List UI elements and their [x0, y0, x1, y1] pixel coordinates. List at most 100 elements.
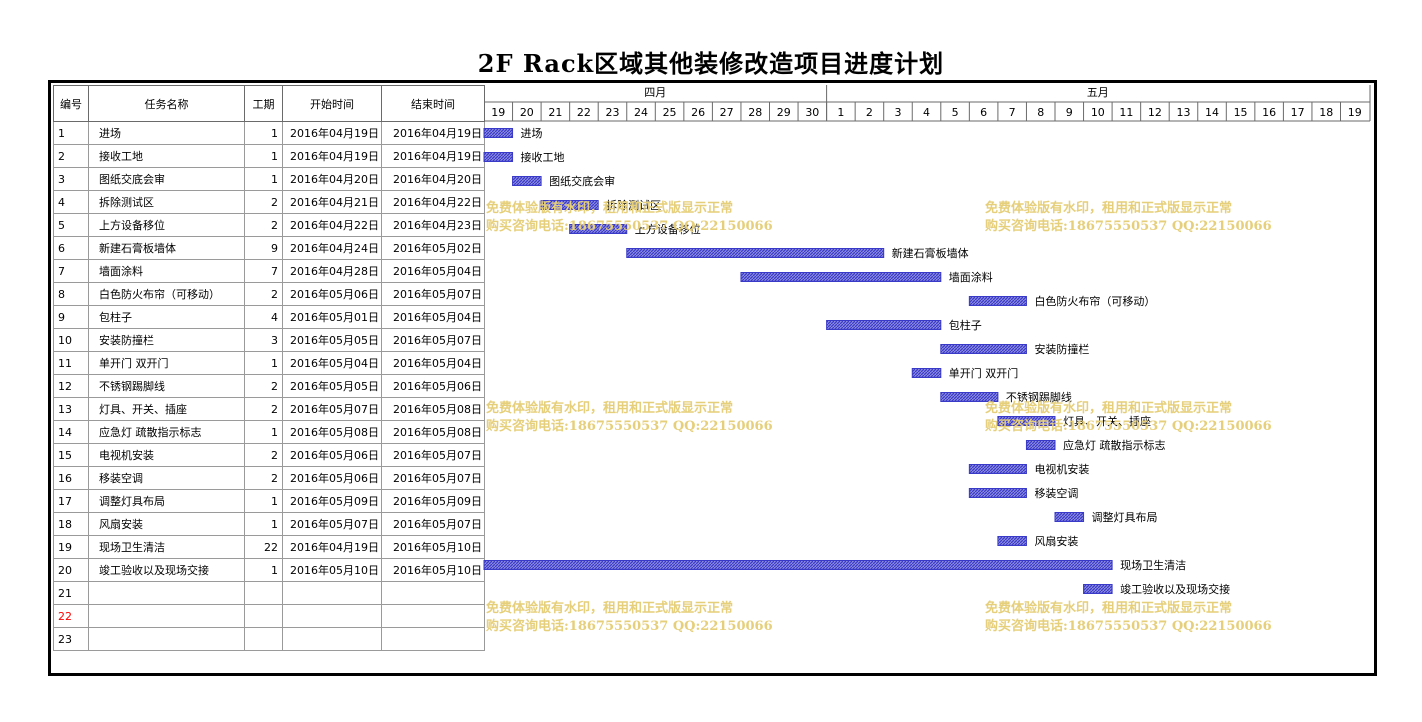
- watermark: 免费体验版有水印，租用和正式版显示正常 购买咨询电话:18675550537 Q…: [486, 600, 773, 636]
- task-end: 2016年05月04日: [381, 305, 485, 329]
- task-start: 2016年05月09日: [282, 489, 382, 513]
- gantt-bar: [1083, 584, 1113, 594]
- task-start: 2016年04月28日: [282, 259, 382, 283]
- gantt-bar: [940, 392, 999, 402]
- page-title: 2F Rack区域其他装修改造项目进度计划: [477, 49, 945, 78]
- gantt-bar-label: 现场卫生清洁: [1120, 558, 1186, 572]
- task-name: 灯具、开关、插座: [88, 397, 245, 421]
- day-tick-label: 6: [980, 106, 987, 119]
- task-duration: 2: [244, 190, 283, 214]
- watermark: 免费体验版有水印，租用和正式版显示正常 购买咨询电话:18675550537 Q…: [985, 400, 1272, 436]
- task-duration: 22: [244, 535, 283, 559]
- gantt-bar: [483, 152, 514, 162]
- gantt-bar-label: 接收工地: [521, 150, 565, 164]
- gantt-bar-label: 单开门 双开门: [949, 366, 1019, 380]
- gantt-bar-label: 灯具、开关、插座: [1063, 414, 1151, 428]
- gantt-bar: [569, 224, 628, 234]
- task-duration: 2: [244, 213, 283, 237]
- task-num: 1: [53, 121, 89, 145]
- watermark-line1: 免费体验版有水印，租用和正式版显示正常: [985, 401, 1233, 416]
- task-num: 23: [53, 627, 89, 651]
- gantt-bar-label: 不锈钢踢脚线: [1006, 390, 1072, 404]
- gantt-bar: [1025, 440, 1056, 450]
- gantt-bar: [626, 248, 885, 258]
- day-tick-label: 21: [548, 106, 562, 119]
- day-tick-label: 9: [1066, 106, 1073, 119]
- gantt-bar-label: 包柱子: [949, 318, 982, 332]
- gantt-bar: [826, 320, 942, 330]
- day-tick-label: 27: [720, 106, 734, 119]
- task-end: 2016年05月08日: [381, 420, 485, 444]
- task-duration: [244, 604, 283, 628]
- task-num: 14: [53, 420, 89, 444]
- watermark-line2: 购买咨询电话:18675550537 QQ:22150066: [985, 419, 1272, 434]
- task-num: 17: [53, 489, 89, 513]
- task-name: 拆除测试区: [88, 190, 245, 214]
- day-tick-label: 4: [923, 106, 930, 119]
- task-start: 2016年05月06日: [282, 282, 382, 306]
- day-tick-label: 23: [605, 106, 619, 119]
- watermark-line2: 购买咨询电话:18675550537 QQ:22150066: [985, 619, 1272, 634]
- gantt-bar: [968, 464, 1027, 474]
- day-tick-label: 15: [1234, 106, 1248, 119]
- watermark-line2: 购买咨询电话:18675550537 QQ:22150066: [486, 219, 773, 234]
- task-name: 调整灯具布局: [88, 489, 245, 513]
- task-start: 2016年04月20日: [282, 167, 382, 191]
- task-end: 2016年05月07日: [381, 328, 485, 352]
- day-tick-label: 28: [748, 106, 762, 119]
- watermark-line1: 免费体验版有水印，租用和正式版显示正常: [486, 601, 734, 616]
- gantt-bar-label: 新建石膏板墙体: [892, 246, 969, 260]
- gantt-bar: [911, 368, 942, 378]
- month-label: 四月: [644, 86, 666, 99]
- task-num: 15: [53, 443, 89, 467]
- schedule-frame: [48, 80, 1377, 676]
- task-end: 2016年04月20日: [381, 167, 485, 191]
- gantt-bar-label: 进场: [521, 126, 543, 140]
- task-num: 19: [53, 535, 89, 559]
- day-tick-label: 19: [491, 106, 505, 119]
- day-tick-label: 26: [691, 106, 705, 119]
- task-name: 风扇安装: [88, 512, 245, 536]
- task-name: 现场卫生清洁: [88, 535, 245, 559]
- header-duration: 工期: [244, 85, 283, 122]
- gantt-bar-label: 风扇安装: [1034, 534, 1078, 548]
- task-duration: 1: [244, 351, 283, 375]
- task-num: 12: [53, 374, 89, 398]
- month-label: 五月: [1087, 86, 1109, 99]
- gantt-bar: [740, 272, 942, 282]
- task-end: 2016年05月02日: [381, 236, 485, 260]
- watermark: 免费体验版有水印，租用和正式版显示正常 购买咨询电话:18675550537 Q…: [985, 600, 1272, 636]
- day-tick-label: 7: [1009, 106, 1016, 119]
- watermark-line1: 免费体验版有水印，租用和正式版显示正常: [486, 401, 734, 416]
- gantt-bar: [997, 416, 1056, 426]
- watermark-line1: 免费体验版有水印，租用和正式版显示正常: [985, 601, 1233, 616]
- gantt-bar-label: 白色防火布帘（可移动）: [1034, 294, 1155, 308]
- task-num: 11: [53, 351, 89, 375]
- day-tick-label: 30: [805, 106, 819, 119]
- watermark-line2: 购买咨询电话:18675550537 QQ:22150066: [985, 219, 1272, 234]
- task-start: 2016年05月06日: [282, 466, 382, 490]
- task-num: 18: [53, 512, 89, 536]
- gantt-bar: [997, 536, 1027, 546]
- day-tick-label: 22: [577, 106, 591, 119]
- gantt-bar-label: 移装空调: [1034, 486, 1078, 500]
- task-name: 墙面涂料: [88, 259, 245, 283]
- task-start: 2016年05月10日: [282, 558, 382, 582]
- gantt-bar: [540, 200, 599, 210]
- gantt-bar: [968, 296, 1027, 306]
- task-start: 2016年04月19日: [282, 535, 382, 559]
- day-tick-label: 2: [866, 106, 873, 119]
- task-end: 2016年05月07日: [381, 466, 485, 490]
- gantt-bar: [1054, 512, 1085, 522]
- day-tick-label: 12: [1148, 106, 1162, 119]
- gantt-bar: [483, 128, 514, 138]
- gantt-bar-label: 上方设备移位: [635, 222, 701, 236]
